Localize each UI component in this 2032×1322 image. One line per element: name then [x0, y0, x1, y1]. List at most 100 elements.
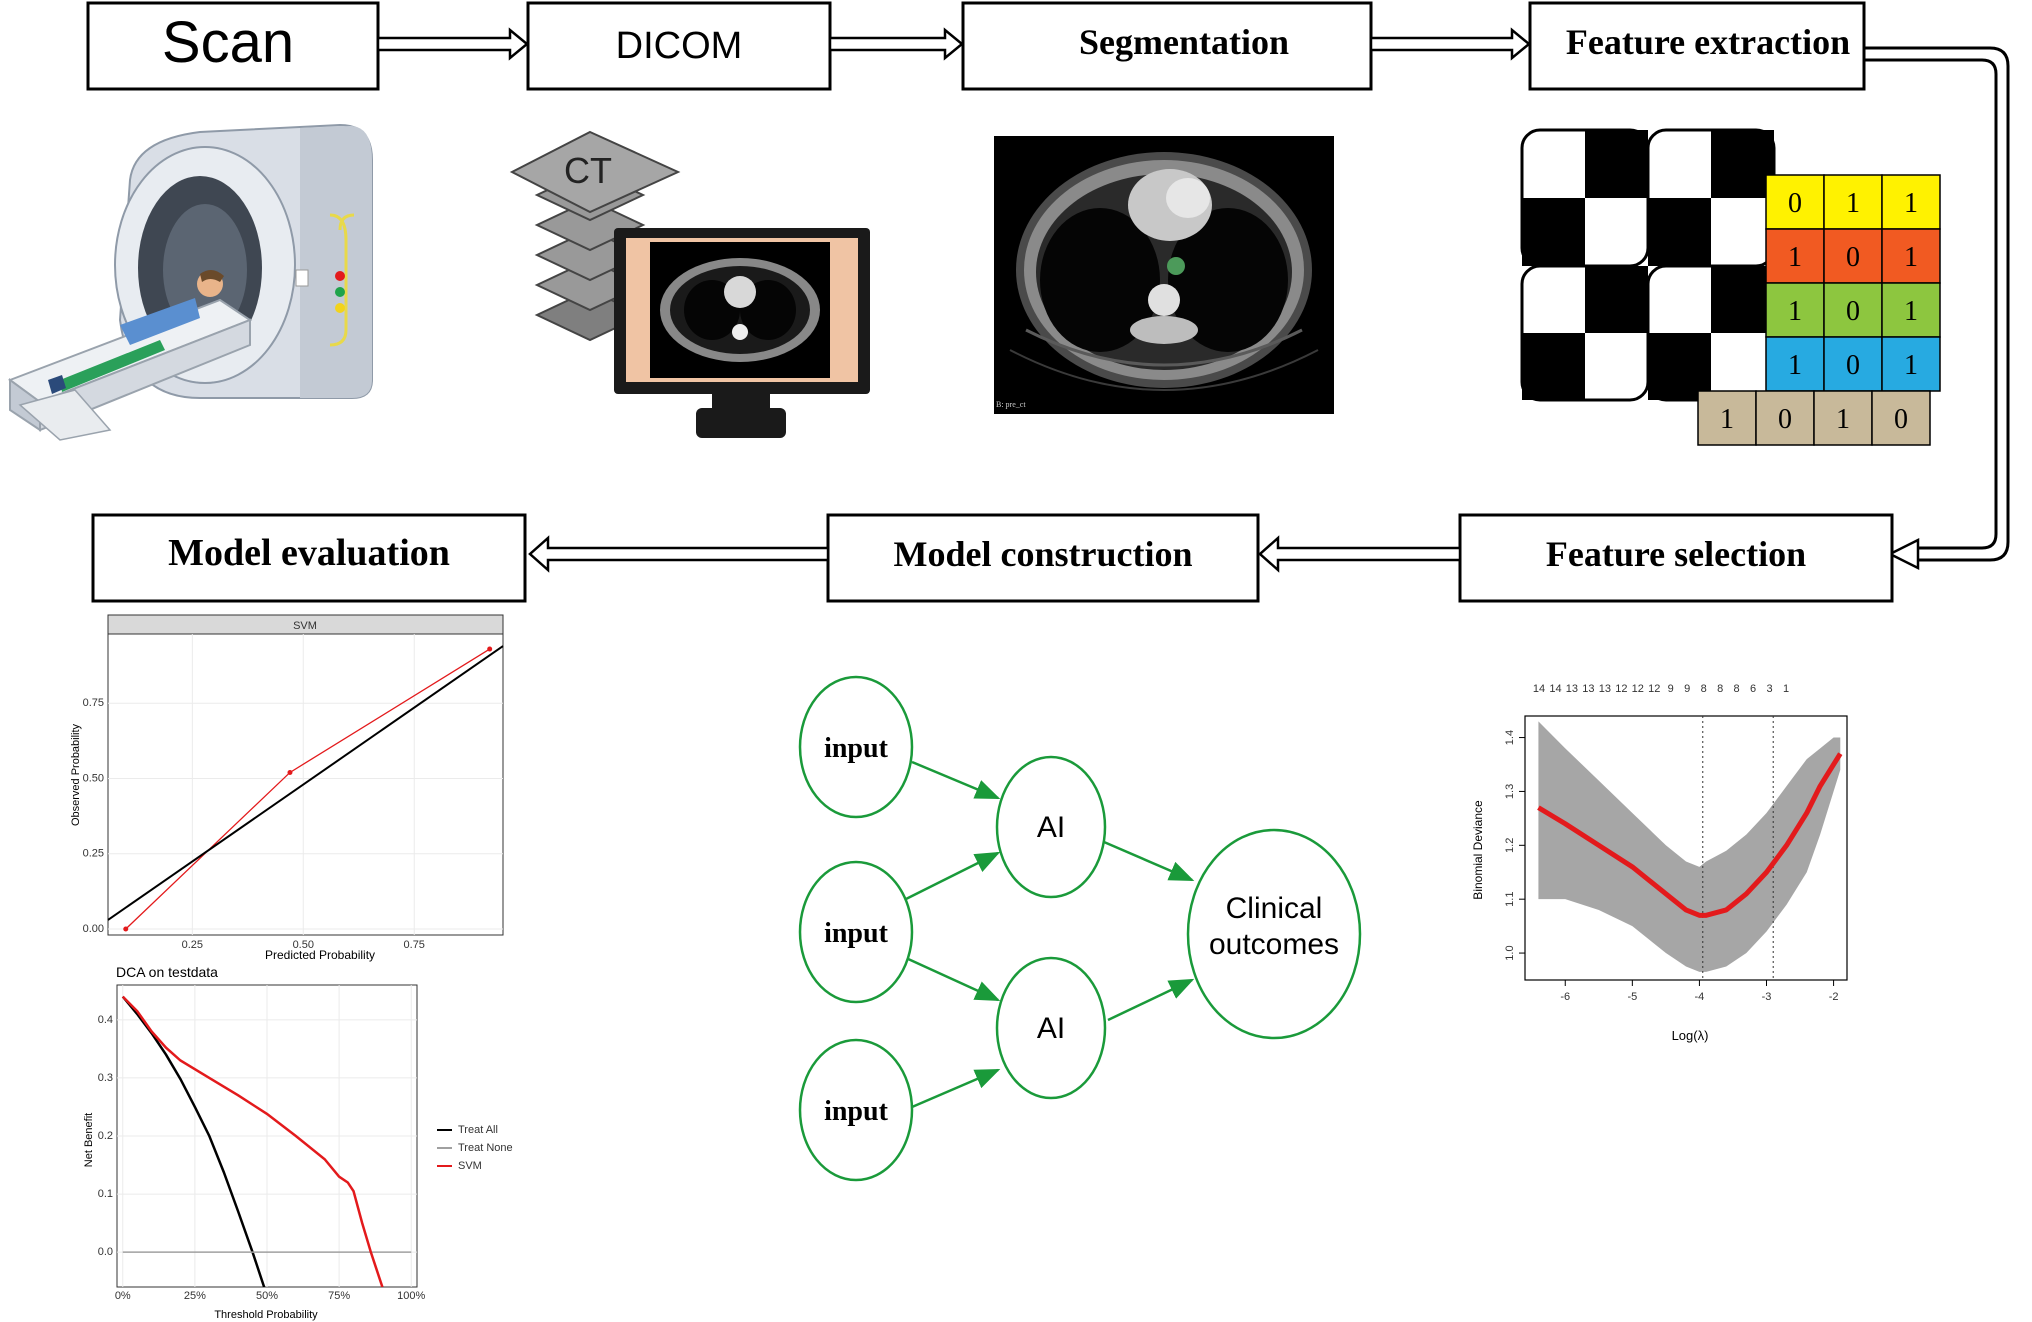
x-tick-label: 0%	[115, 1290, 131, 1302]
calibration-ylabel: Observed Probability	[70, 723, 82, 826]
y-tick-label: 0.3	[98, 1072, 113, 1084]
matrix-cell-value: 1	[1904, 296, 1918, 327]
input-node-1-label: input	[824, 733, 888, 764]
svm-dca-line	[121, 995, 384, 1287]
step-feature-selection-label: Feature selection	[1546, 534, 1806, 574]
outcome-line-2: outcomes	[1209, 928, 1339, 961]
dca-ticks: 0%25%50%75%100%0.00.10.20.30.4	[98, 1014, 426, 1302]
nonzero-count-label: 6	[1750, 683, 1756, 695]
nonzero-count-label: 12	[1632, 683, 1644, 695]
input-node-3	[798, 1038, 914, 1182]
nonzero-count-label: 8	[1717, 683, 1723, 695]
y-tick-label: 0.0	[98, 1246, 113, 1258]
nonzero-count-label: 12	[1648, 683, 1660, 695]
y-tick-label: 1.1	[1504, 892, 1516, 907]
matrix-cell-value: 1	[1846, 188, 1860, 219]
ct-scan-image: B: pre_ct	[994, 136, 1334, 414]
legend-label: Treat None	[458, 1142, 513, 1154]
step-dicom: DICOM	[526, 1, 832, 91]
matrix-cell-value: 1	[1720, 404, 1734, 435]
step-feature-extraction: Feature extraction	[1528, 1, 1866, 91]
y-tick-label: 0.00	[83, 923, 104, 935]
calibration-xlabel: Predicted Probability	[265, 948, 375, 962]
lasso-xlabel: Log(λ)	[1672, 1028, 1709, 1043]
ai-node-2	[995, 956, 1107, 1100]
nonzero-count-label: 9	[1668, 683, 1674, 695]
x-tick-label: 75%	[328, 1290, 350, 1302]
step-segmentation: Segmentation	[961, 1, 1373, 91]
nonzero-count-label: 3	[1766, 683, 1772, 695]
matrix-cell-value: 1	[1788, 296, 1802, 327]
x-tick-label: -2	[1829, 991, 1839, 1003]
step-scan-label: Scan	[162, 10, 294, 75]
matrix-cell	[1823, 336, 1883, 392]
nonzero-count-label: 13	[1566, 683, 1578, 695]
step-feature-extraction-label: Feature extraction	[1566, 22, 1850, 62]
x-tick-label: 0.50	[293, 939, 314, 951]
arrow-segmentation-extraction	[1369, 27, 1531, 61]
checkerboard-graphic	[1520, 128, 1776, 402]
nonzero-count-label: 9	[1684, 683, 1690, 695]
y-tick-label: 0.4	[98, 1014, 113, 1026]
ai-node-1	[995, 755, 1107, 899]
matrix-cell	[1823, 228, 1883, 284]
calibration-panel-strip	[107, 614, 504, 635]
dca-series	[121, 995, 412, 1287]
arrow-extraction-selection	[1864, 46, 2010, 571]
matrix-cell	[1823, 174, 1883, 230]
matrix-cell-value: 1	[1788, 350, 1802, 381]
y-tick-label: 0.25	[83, 848, 104, 860]
legend-label: Treat All	[458, 1124, 498, 1136]
matrix-cell	[1881, 174, 1941, 230]
calibration-series	[107, 645, 504, 932]
matrix-cell-value: 1	[1904, 188, 1918, 219]
matrix-cell-value: 1	[1904, 350, 1918, 381]
y-tick-label: 0.2	[98, 1130, 113, 1142]
matrix-cell	[1881, 282, 1941, 338]
input-node-1	[798, 675, 914, 819]
matrix-cell	[1881, 336, 1941, 392]
y-tick-label: 1.3	[1504, 784, 1516, 799]
input-node-3-label: input	[824, 1096, 888, 1127]
matrix-cell	[1881, 228, 1941, 284]
x-tick-label: -6	[1560, 991, 1570, 1003]
dca-grid	[117, 985, 417, 1287]
x-tick-label: 25%	[184, 1290, 206, 1302]
arrow-dicom-segmentation	[828, 27, 964, 61]
ai-node-2-label: AI	[1037, 1012, 1065, 1045]
matrix-cell	[1765, 282, 1825, 338]
outcome-line-1: Clinical	[1226, 892, 1323, 925]
matrix-cell-value: 0	[1778, 404, 1792, 435]
dca-chart: DCA on testdata 0%25%50%75%100%0.00.10.2…	[83, 964, 513, 1321]
matrix-cell	[1813, 390, 1873, 446]
x-tick-label: 0.75	[404, 939, 425, 951]
nonzero-count-label: 14	[1549, 683, 1561, 695]
lasso-ticks: -6-5-4-3-21.01.11.21.31.4	[1504, 730, 1838, 1003]
nonzero-count-label: 14	[1533, 683, 1545, 695]
step-model-evaluation: Model evaluation	[91, 513, 527, 603]
nonzero-count-label: 13	[1599, 683, 1611, 695]
svm-calibration-point	[123, 926, 129, 932]
outcome-node	[1186, 828, 1362, 1040]
nonzero-count-label: 8	[1734, 683, 1740, 695]
arrow-construction-evaluation	[528, 535, 830, 573]
matrix-cell-value: 0	[1788, 188, 1802, 219]
matrix-cell	[1755, 390, 1815, 446]
arrow-scan-dicom	[376, 27, 529, 61]
x-tick-label: -5	[1627, 991, 1637, 1003]
matrix-cell-value: 1	[1836, 404, 1850, 435]
dicom-illustration: CT	[509, 130, 870, 438]
matrix-cell-value: 0	[1846, 350, 1860, 381]
dca-xlabel: Threshold Probability	[214, 1309, 318, 1321]
y-tick-label: 0.75	[83, 697, 104, 709]
matrix-cell	[1697, 390, 1757, 446]
ai-node-1-label: AI	[1037, 811, 1065, 844]
ct-stack-label: CT	[564, 150, 612, 191]
matrix-cell-value: 0	[1894, 404, 1908, 435]
y-tick-label: 1.0	[1504, 945, 1516, 960]
